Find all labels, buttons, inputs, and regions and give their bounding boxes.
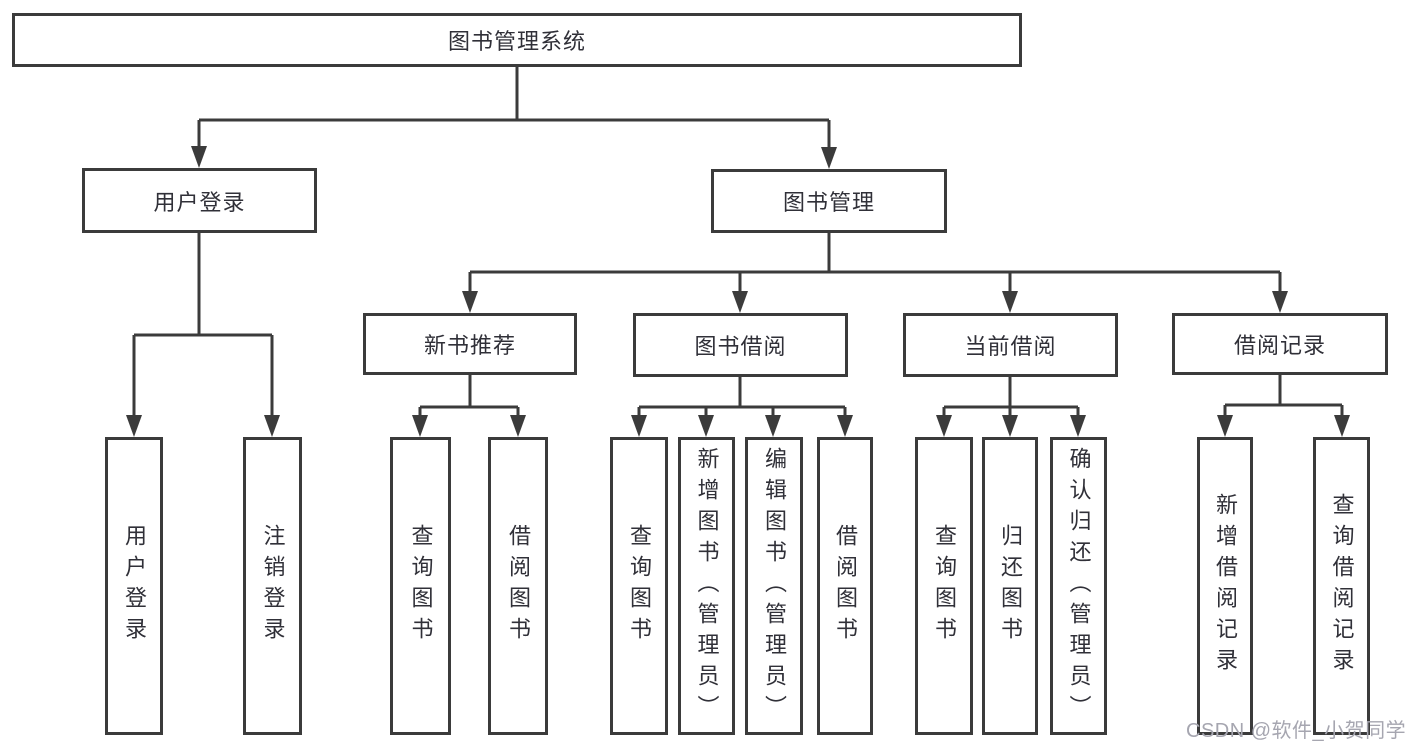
node-label: 新书推荐 [423,333,516,358]
leaf-label: 编辑图书（管理员） [762,446,787,726]
leaf-label: 查询图书 [627,524,652,648]
leaf-label: 新增图书（管理员） [694,446,720,726]
node-borrow-records: 借阅记录 [1172,313,1388,375]
leaf-logout: 注销登录 [243,437,302,735]
leaf-label: 用户登录 [122,524,147,648]
leaf-query-book-recommend: 查询图书 [390,437,451,735]
leaf-borrow-book: 借阅图书 [817,437,873,735]
node-library-management-system: 图书管理系统 [12,13,1022,67]
node-label: 当前借阅 [964,334,1057,359]
leaf-add-book-admin: 新增图书（管理员） [678,437,735,735]
csdn-watermark: CSDN @软件_小贺同学 [1186,720,1405,742]
leaf-return-book: 归还图书 [982,437,1038,735]
arrowheads [126,146,1350,437]
leaf-label: 归还图书 [998,524,1023,648]
leaf-label: 新增借阅记录 [1213,493,1238,679]
node-label: 借阅记录 [1233,333,1326,358]
node-label: 图书管理系统 [447,29,586,54]
node-label: 图书管理 [782,190,875,215]
leaf-query-borrow-record: 查询借阅记录 [1313,437,1370,735]
leaf-label: 查询图书 [408,524,434,648]
leaf-label: 借阅图书 [833,524,858,648]
node-label: 用户登录 [153,189,246,215]
node-current-borrow: 当前借阅 [903,313,1118,377]
leaf-label: 查询借阅记录 [1329,493,1355,679]
leaf-label: 查询图书 [932,524,957,648]
leaf-add-borrow-record: 新增借阅记录 [1197,437,1253,735]
leaf-borrow-book-recommend: 借阅图书 [488,437,548,735]
leaf-query-book-current: 查询图书 [915,437,973,735]
leaf-label: 借阅图书 [506,524,531,648]
node-book-borrow: 图书借阅 [633,313,848,377]
leaf-query-book-borrow: 查询图书 [610,437,668,735]
leaf-confirm-return-admin: 确认归还（管理员） [1050,437,1107,735]
leaf-label: 注销登录 [260,524,286,648]
connector-strokes [132,67,1344,416]
leaf-user-login: 用户登录 [105,437,163,735]
node-user-login: 用户登录 [82,168,317,233]
leaf-edit-book-admin: 编辑图书（管理员） [745,437,803,735]
node-new-book-recommend: 新书推荐 [363,313,577,375]
node-label: 图书借阅 [694,334,787,359]
node-book-management: 图书管理 [711,169,947,233]
leaf-label: 确认归还（管理员） [1066,446,1092,726]
